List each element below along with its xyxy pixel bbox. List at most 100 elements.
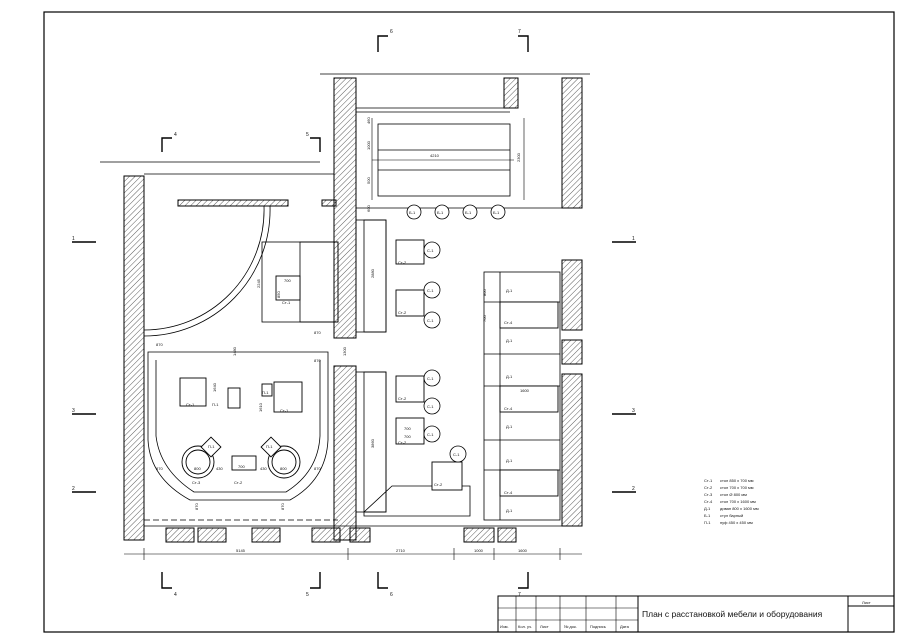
label-b1-a: Б-1: [409, 210, 416, 215]
col-doc-num: № док.: [564, 624, 577, 629]
dim-2710: 2710: [396, 548, 406, 553]
label-st2-c: Ст-2: [398, 310, 407, 315]
axis-left-1: 1: [72, 236, 75, 242]
label-p1-b: П-1: [262, 390, 269, 395]
label-d1-b: Д-1: [506, 338, 513, 343]
dim-1600-right: 1600: [520, 388, 530, 393]
legend-desc: пуф 450 х 450 мм: [720, 520, 753, 525]
label-c1-b: С-1: [427, 288, 434, 293]
label-b1-b: Б-1: [437, 210, 444, 215]
label-c1-f: С-1: [427, 432, 434, 437]
dim-700: 700: [284, 278, 291, 283]
dim-460: 460: [366, 117, 371, 124]
dim-800: 800: [194, 466, 201, 471]
col-izm: Изм.: [500, 624, 509, 629]
label-st4-c: Ст-4: [504, 490, 513, 495]
drawing-title: План с расстановкой мебели и оборудовани…: [642, 609, 823, 619]
axis-topleft-4: 4: [174, 132, 177, 138]
label-d1-d: Д-1: [506, 424, 513, 429]
axis-right-2: 2: [632, 486, 635, 492]
axis-left-3: 3: [72, 408, 75, 414]
dim-870-g: 870: [280, 503, 285, 510]
legend-desc: диван 800 х 1600 мм: [720, 506, 759, 511]
label-d1-c: Д-1: [506, 374, 513, 379]
legend: Ст-1 стол 850 х 700 мм Ст-2 стол 700 х 7…: [704, 478, 759, 525]
axis-top-6: 6: [390, 29, 393, 35]
label-st4-b: Ст-4: [504, 406, 513, 411]
axis-top-7: 7: [518, 29, 521, 35]
label-p1-d: П-1: [266, 444, 273, 449]
dim-700-table-a: 700: [404, 426, 411, 431]
dim-1610: 1610: [258, 402, 263, 412]
dim-700-table-c: 700: [404, 434, 411, 439]
legend-desc: стол Ø 800 мм: [720, 492, 747, 497]
dim-1600: 1600: [518, 548, 528, 553]
label-c1-c: С-1: [427, 318, 434, 323]
label-p1-c: П-1: [208, 444, 215, 449]
label-st2-d: Ст-2: [398, 396, 407, 401]
chairs: [423, 241, 467, 463]
dim-700-right: 700: [482, 315, 487, 322]
axis-topleft-5: 5: [306, 132, 309, 138]
label-d1-f: Д-1: [506, 508, 513, 513]
legend-desc: стол 700 х 1600 мм: [720, 499, 756, 504]
dim-2245: 2245: [256, 278, 261, 288]
legend-desc: стол 850 х 700 мм: [720, 478, 754, 483]
dim-700b: 700: [238, 464, 245, 469]
col-date: Дата: [620, 624, 630, 629]
label-d1-a: Д-1: [506, 288, 513, 293]
label-st4-a: Ст-4: [504, 320, 513, 325]
col-kol-uch: Кол. уч.: [518, 624, 532, 629]
label-st3-a: Ст-3: [192, 480, 201, 485]
dim-500: 500: [366, 177, 371, 184]
dim-3860: 3860: [370, 438, 375, 448]
dim-870-e: 870: [314, 466, 321, 471]
dim-800b: 800: [280, 466, 287, 471]
axis-markers: [72, 35, 636, 589]
dim-600: 600: [366, 205, 371, 212]
label-b1-d: Б-1: [493, 210, 500, 215]
label-p1-a: П-1: [212, 402, 219, 407]
col-signature: Подпись: [590, 624, 606, 629]
axis-right-3: 3: [632, 408, 635, 414]
dim-5145: 5145: [236, 548, 246, 553]
dim-1000-top: 1000: [366, 140, 371, 150]
dim-430: 430: [216, 466, 223, 471]
dim-870-d: 870: [156, 466, 163, 471]
label-d1-e: Д-1: [506, 458, 513, 463]
dim-2880: 2880: [370, 268, 375, 278]
legend-code: Б-1: [704, 513, 711, 518]
label-st1-c: Ст-1: [282, 300, 291, 305]
dimension-lines: [124, 118, 582, 560]
col-list: Лист: [540, 624, 549, 629]
dim-1480: 1480: [232, 346, 237, 356]
label-c1-g: С-1: [453, 452, 460, 457]
axis-bottom-7: 7: [518, 592, 521, 598]
plan-lines: [100, 73, 590, 527]
axis-bottom-4: 4: [174, 592, 177, 598]
dim-1300: 1300: [342, 346, 347, 356]
dim-870-c: 870: [314, 358, 321, 363]
legend-code: Д-1: [704, 506, 711, 511]
label-c1-a: С-1: [427, 248, 434, 253]
label-c1-e: С-1: [427, 404, 434, 409]
dim-870-left: 870: [156, 342, 163, 347]
sheet-label: Лист: [862, 600, 871, 605]
label-b1-c: Б-1: [465, 210, 472, 215]
dim-430b: 430: [260, 466, 267, 471]
label-st1-b: Ст-1: [280, 408, 289, 413]
label-st1-a: Ст-1: [186, 402, 195, 407]
label-c1-d: С-1: [427, 376, 434, 381]
axis-right-1: 1: [632, 236, 635, 242]
legend-desc: стол 700 х 700 мм: [720, 485, 754, 490]
dim-850: 850: [276, 291, 281, 298]
legend-code: Ст-3: [704, 492, 713, 497]
walls: [123, 77, 583, 543]
dim-800-right: 800: [482, 289, 487, 296]
furniture: [179, 239, 559, 497]
title-block: [497, 595, 895, 633]
label-st2-e: Ст-2: [398, 440, 407, 445]
label-st2-a: Ст-2: [234, 480, 243, 485]
sheet-frame: [43, 11, 895, 633]
